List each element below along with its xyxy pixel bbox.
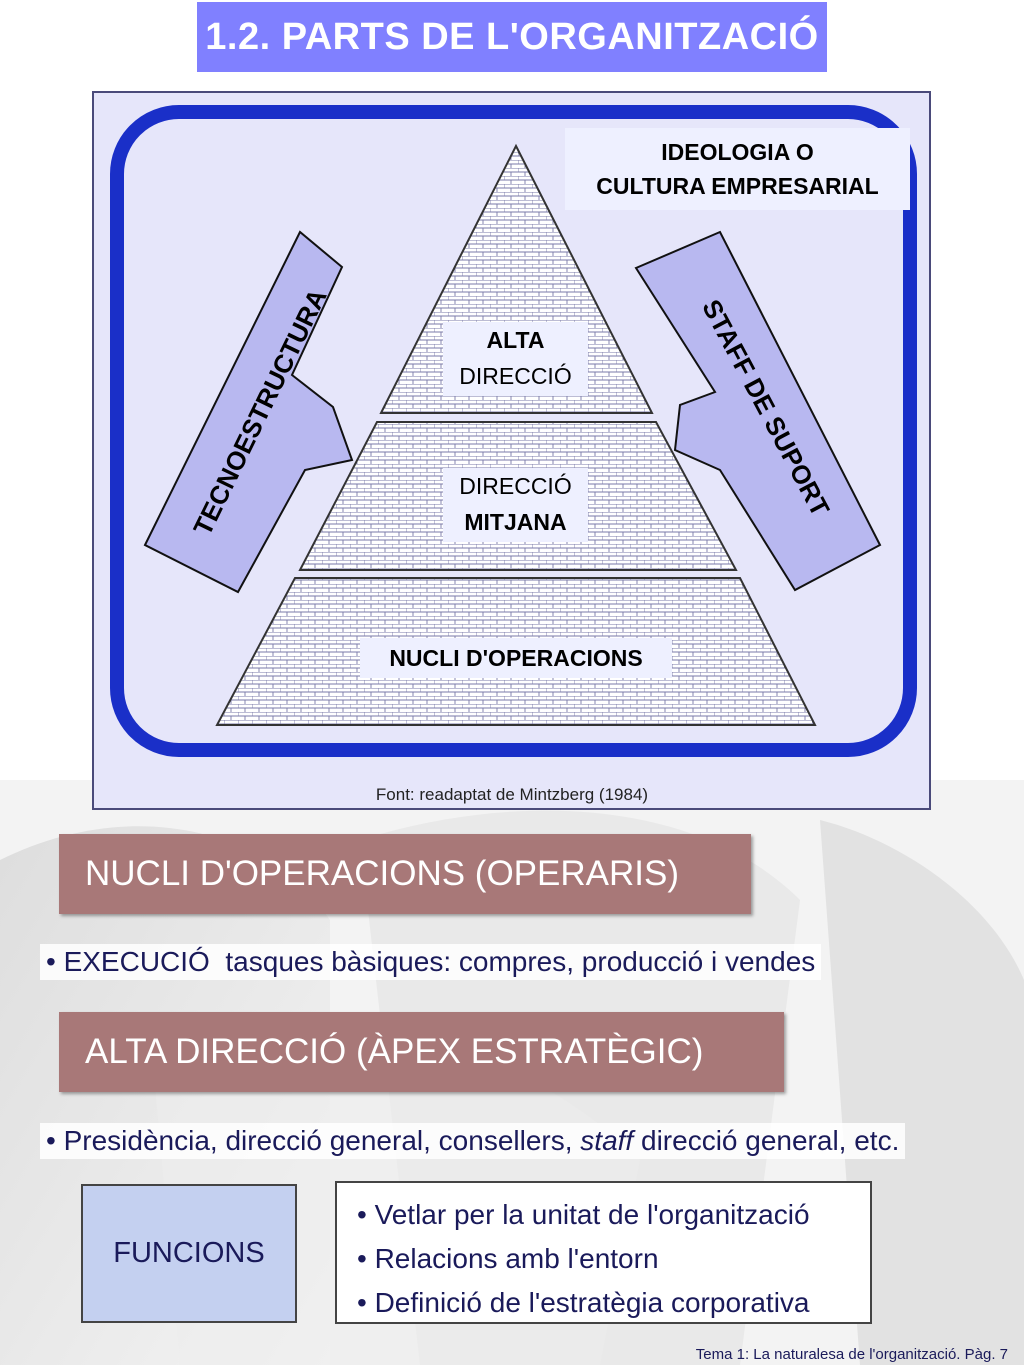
middle-label-line-2: MITJANA xyxy=(464,509,567,535)
strategic-apex-heading: ALTA DIRECCIÓ (ÀPEX ESTRATÈGIC) xyxy=(59,1012,784,1092)
operating-core-label: NUCLI D'OPERACIONS xyxy=(360,638,672,678)
apex-label: ALTA DIRECCIÓ xyxy=(443,322,588,396)
culture-border xyxy=(110,105,917,757)
apex-label-line-1: ALTA xyxy=(486,327,545,353)
operating-core-heading: NUCLI D'OPERACIONS (OPERARIS) xyxy=(59,834,751,914)
page-footer: Tema 1: La naturalesa de l'organització.… xyxy=(695,1346,1008,1363)
functions-list: • Vetlar per la unitat de l'organització… xyxy=(335,1181,872,1324)
apex-label-line-2: DIRECCIÓ xyxy=(459,363,572,389)
culture-label-line-1: IDEOLOGIA O xyxy=(661,139,814,165)
middle-line-label: DIRECCIÓ MITJANA xyxy=(443,468,588,542)
pyramid-diagram-svg: TECNOESTRUCTURA STAFF DE SUPORT xyxy=(110,105,917,757)
strategic-apex-bullet: • Presidència, direcció general, consell… xyxy=(40,1123,906,1159)
culture-label-line-2: CULTURA EMPRESARIAL xyxy=(596,173,879,199)
middle-label-line-1: DIRECCIÓ xyxy=(459,473,572,499)
support-staff-arrow xyxy=(634,230,882,592)
strategic-apex-bullet-italic: staff xyxy=(580,1125,634,1156)
functions-item: • Vetlar per la unitat de l'organització xyxy=(357,1199,810,1230)
operating-core-bullet: • EXECUCIÓ tasques bàsiques: compres, pr… xyxy=(40,944,822,980)
functions-label-box: FUNCIONS xyxy=(81,1184,297,1323)
functions-item: • Definició de l'estratègia corporativa xyxy=(357,1287,810,1318)
source-note: Font: readaptat de Mintzberg (1984) xyxy=(375,785,649,804)
strategic-apex-bullet-suffix: direcció general, etc. xyxy=(633,1125,900,1156)
page-title: 1.2. PARTS DE L'ORGANITZACIÓ xyxy=(197,2,827,72)
strategic-apex-bullet-prefix: • Presidència, direcció general, consell… xyxy=(46,1125,581,1156)
functions-item: • Relacions amb l'entorn xyxy=(357,1243,659,1274)
technostructure-arrow xyxy=(143,230,354,594)
culture-label: IDEOLOGIA O CULTURA EMPRESARIAL xyxy=(565,128,910,210)
